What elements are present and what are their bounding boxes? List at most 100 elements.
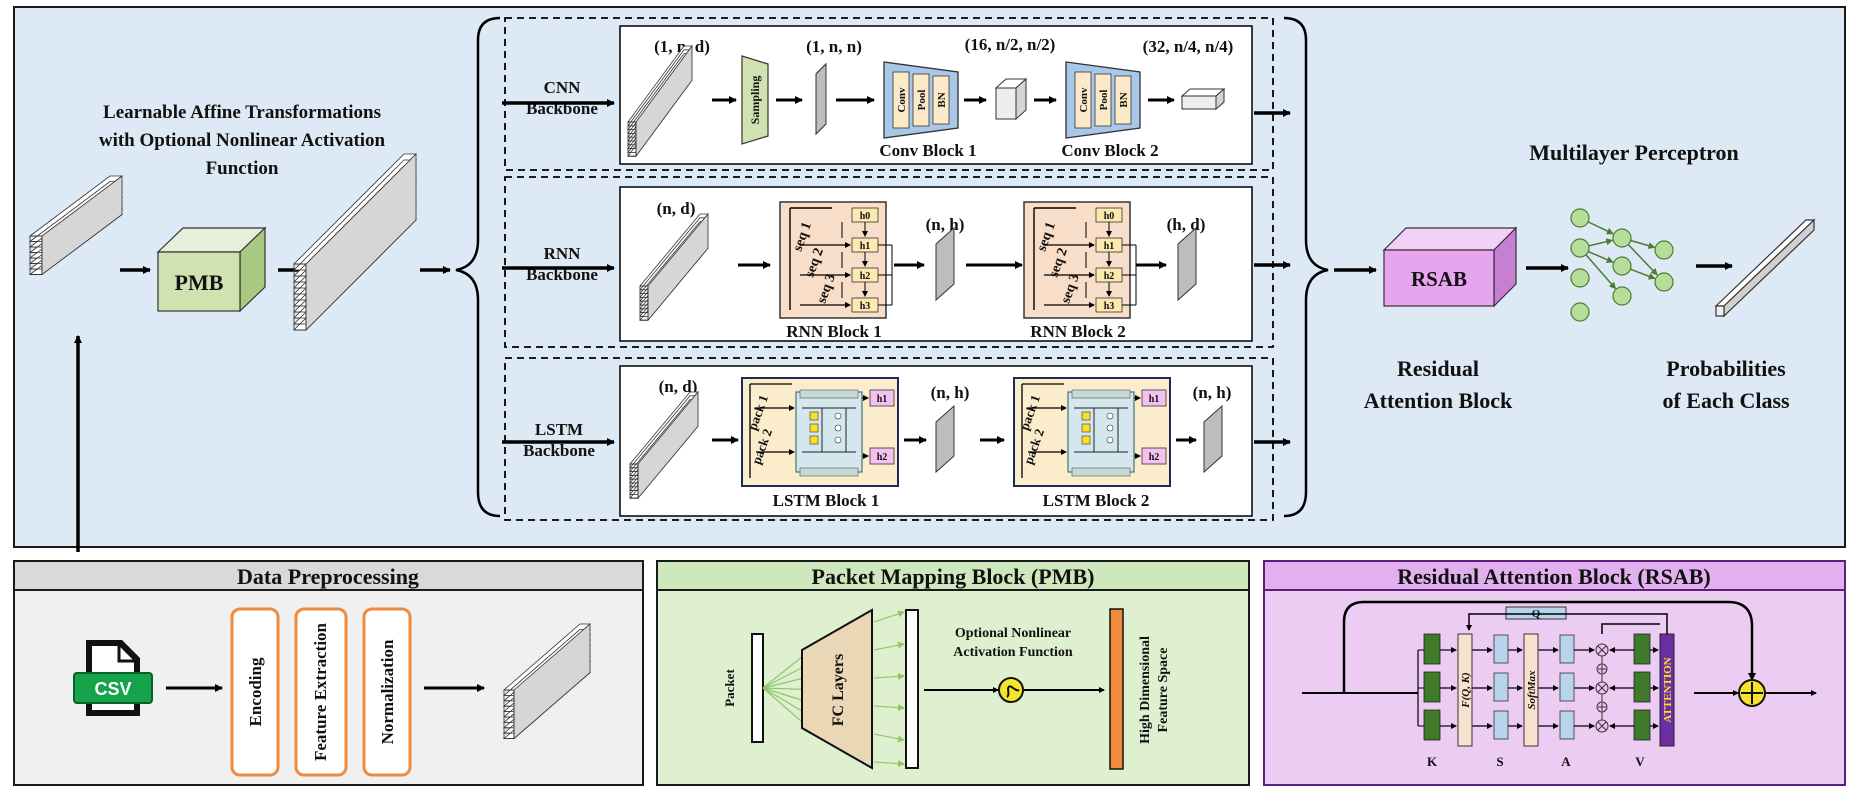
svg-text:h3: h3 [1104,301,1115,312]
rsab-panel-title: Residual Attention Block (RSAB) [1397,564,1711,589]
pmb-panel-title: Packet Mapping Block (PMB) [812,564,1095,589]
mlp-network [1570,208,1674,322]
backbone-left-brace [455,16,501,518]
packet-label: Packet [722,669,737,707]
rnn-hidden-sheet-1 [935,226,955,302]
col-label-s: S [1496,754,1503,769]
csv-file-icon: CSV [73,640,153,716]
svg-text:h0: h0 [1104,211,1115,222]
svg-text:h1: h1 [1104,241,1115,252]
rnn-shape-3: (h, d) [1167,215,1206,234]
affine-title-line-3: Function [206,158,279,179]
csv-label: CSV [94,679,131,699]
residual-sum-icon [1738,679,1766,707]
pmb-input-fan [762,651,809,728]
conv-block-2: Conv Pool BN [1065,61,1141,139]
activation-function-icon [998,677,1024,703]
packet-bar [751,633,764,743]
preprocessing-title-bar [13,560,644,591]
mapped-feature-stack [293,153,417,331]
input-data-stack [28,175,124,276]
sampling-label: Sampling [748,76,762,125]
activation-label-line-2: Activation Function [953,645,1073,660]
lstm-shape-1: (n, d) [659,377,698,396]
cnn-shape-3: (16, n/2, n/2) [965,35,1056,54]
preprocessing-step-feature-extraction: Feature Extraction [294,607,348,777]
sampling-layer: Sampling [741,55,769,145]
rsab-cube: RSAB [1382,226,1518,308]
cnn-shape-1: (1, n, d) [654,37,710,56]
lstm-block-2-label: LSTM Block 2 [1043,491,1150,510]
rnn-shape-2: (n, h) [926,215,965,234]
mlp-title: Multilayer Perceptron [1529,140,1739,165]
class-probability-bar [1714,218,1816,318]
rsab-residual-path [1342,600,1756,693]
backbone-right-brace [1283,16,1329,518]
pmb-cube: PMB [156,226,267,313]
pmb-output-bar [905,609,919,769]
pmb-cube-label: PMB [175,270,224,295]
probabilities-caption-line-1: Probabilities [1666,356,1786,381]
col-label-a: A [1561,754,1571,769]
conv-block-1: Conv Pool BN [883,61,959,139]
svg-text:h1: h1 [860,241,871,252]
preprocessing-step-normalization: Normalization [362,607,412,777]
pmb-output-arrows [873,610,905,768]
lstm-input-stack [629,390,699,500]
cnn-backbone-label-1: CNN [544,78,582,97]
lstm-block-1-label: LSTM Block 1 [773,491,880,510]
conv-block-1-bn: BN [936,92,948,107]
conv-block-2-pool: Pool [1098,90,1110,111]
cnn-backbone-dashed-box [504,17,1274,171]
svg-text:h0: h0 [860,211,871,222]
rnn-backbone-dashed-box [504,176,1274,348]
fqk-label: F(Q, K) [1460,672,1472,708]
lstm-shape-2: (n, h) [931,383,970,402]
softmax-label: SoftMax [1526,670,1538,710]
activation-label-line-1: Optional Nonlinear [955,626,1071,641]
rsab-caption-line-1: Residual [1397,356,1479,381]
conv-block-2-conv: Conv [1078,87,1090,113]
svg-text:h2: h2 [860,271,871,282]
rsab-cube-label: RSAB [1411,267,1467,291]
lstm-shape-3: (n, h) [1193,383,1232,402]
preprocessing-title: Data Preprocessing [237,564,419,589]
rsab-internals [1417,633,1659,741]
lstm-hidden-sheet-1 [935,404,955,474]
svg-text:h2: h2 [1149,452,1160,463]
svg-text:h1: h1 [1149,394,1160,405]
conv-block-1-label: Conv Block 1 [879,141,976,160]
encoding-label: Encoding [246,657,265,726]
conv-block-1-conv: Conv [896,87,908,113]
fqk-bar [1457,633,1473,747]
rsab-caption-line-2: Attention Block [1364,388,1513,413]
lstm-backbone-label-1: LSTM [535,420,583,439]
conv-block-2-label: Conv Block 2 [1061,141,1158,160]
rnn-hidden-sheet-2 [1177,226,1197,302]
attention-label: ATTENTION [1662,657,1674,722]
svg-text:h2: h2 [1104,271,1115,282]
feature-space-label-line-1: High Dimensional [1138,636,1153,744]
fc-layers-label: FC Layers [830,654,847,726]
cnn-shape-4: (32, n/4, n/4) [1143,37,1234,56]
affine-title-line-1: Learnable Affine Transformations [103,102,381,123]
preprocessed-data-stack [502,623,592,740]
feature-space-label-line-2: Feature Space [1156,648,1171,733]
probabilities-caption-line-2: of Each Class [1662,388,1790,413]
svg-text:h1: h1 [877,394,888,405]
pmb-title-bar [656,560,1250,591]
cnn-input-stack [627,44,693,158]
preprocessing-step-encoding: Encoding [230,607,280,777]
rnn-shape-1: (n, d) [657,199,696,218]
affine-title-line-2: with Optional Nonlinear Activation [99,130,386,151]
fc-layers-trapezoid [801,608,873,770]
feature-space-bar [1109,608,1124,770]
cnn-shape-2: (1, n, n) [806,37,862,56]
cnn-nn-sheet [815,62,827,136]
lstm-hidden-sheet-2 [1203,404,1223,474]
